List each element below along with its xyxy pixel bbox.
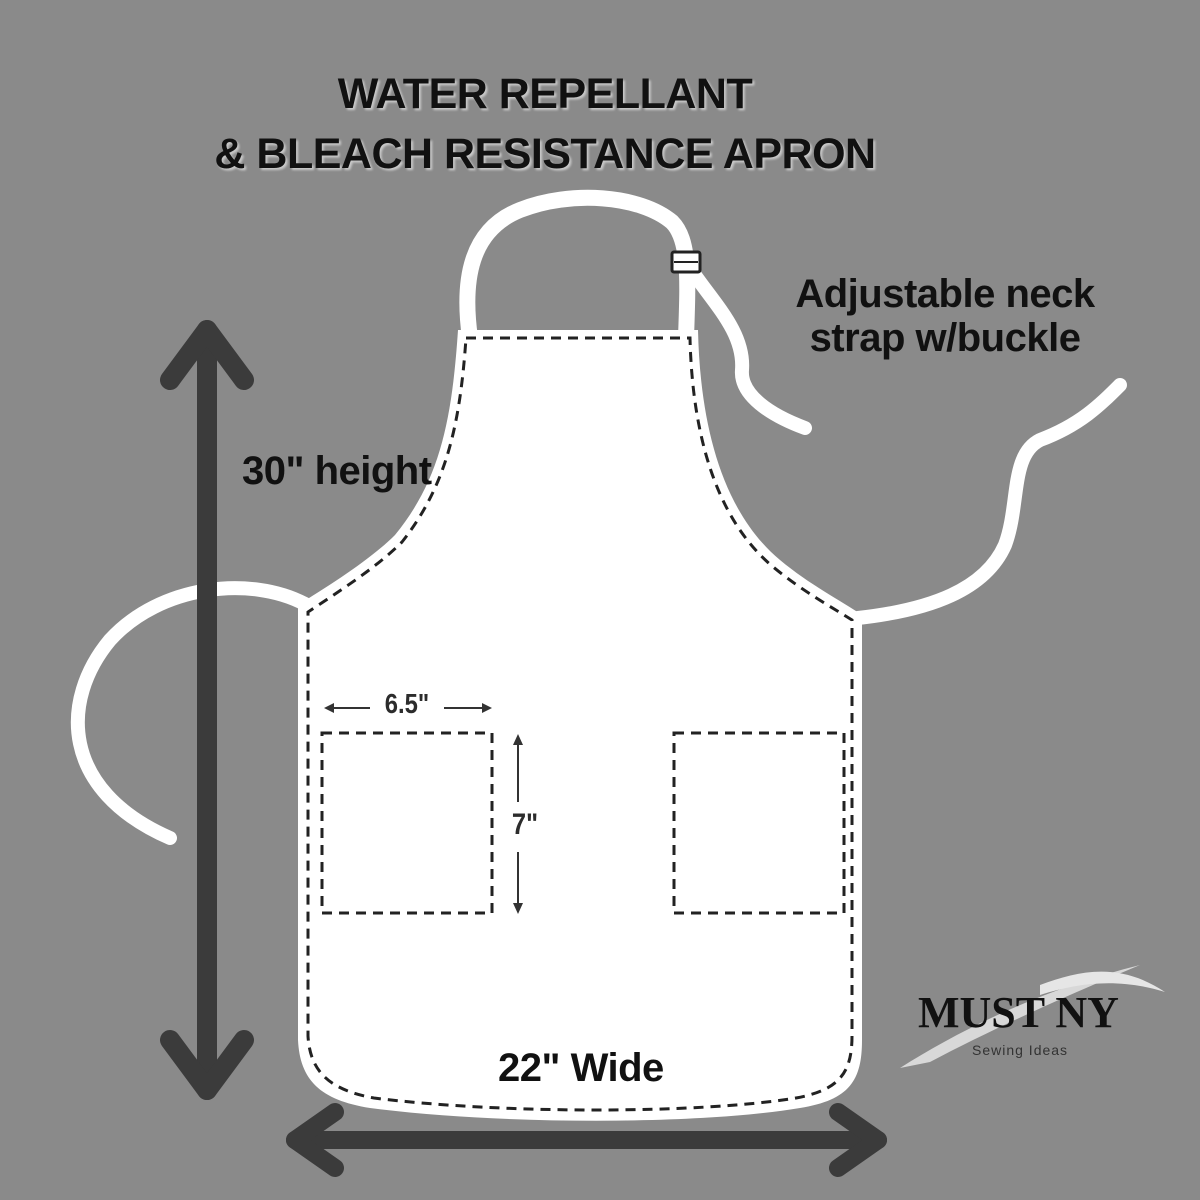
neck-strap-label-line-2: strap w/buckle xyxy=(809,316,1081,360)
logo-swoosh-icon xyxy=(900,965,1165,1068)
pocket-width-label: 6.5" xyxy=(384,688,430,719)
width-label: 22" Wide xyxy=(498,1046,664,1090)
double-arrow-vertical-icon xyxy=(160,320,254,1100)
neck-strap-label-line-1: Adjustable neck xyxy=(795,272,1095,316)
height-label: 30" height xyxy=(242,449,432,493)
logo-brand: MUST NY xyxy=(918,988,1119,1037)
right-pocket xyxy=(672,731,846,915)
pocket-width-arrow xyxy=(324,703,492,713)
left-pocket xyxy=(320,731,494,915)
apron-body xyxy=(298,330,862,1121)
double-arrow-horizontal-icon xyxy=(286,1103,887,1177)
title-line-2: & BLEACH RESISTANCE APRON xyxy=(214,130,876,178)
left-waist-tie xyxy=(70,581,312,845)
page-title: WATER REPELLANT & BLEACH RESISTANCE APRO… xyxy=(100,64,990,184)
title-line-1: WATER REPELLANT xyxy=(337,70,753,118)
pocket-height-label: 7" xyxy=(511,808,539,841)
logo-tagline: Sewing Ideas xyxy=(972,1042,1069,1058)
neck-strap-label: Adjustable neck strap w/buckle xyxy=(760,272,1130,360)
buckle-icon xyxy=(670,250,702,274)
pocket-height-arrow xyxy=(513,734,523,914)
apron-stitching xyxy=(306,336,854,1112)
neck-strap xyxy=(459,189,696,346)
neck-strap-tail xyxy=(679,255,812,435)
right-waist-tie xyxy=(851,378,1127,625)
